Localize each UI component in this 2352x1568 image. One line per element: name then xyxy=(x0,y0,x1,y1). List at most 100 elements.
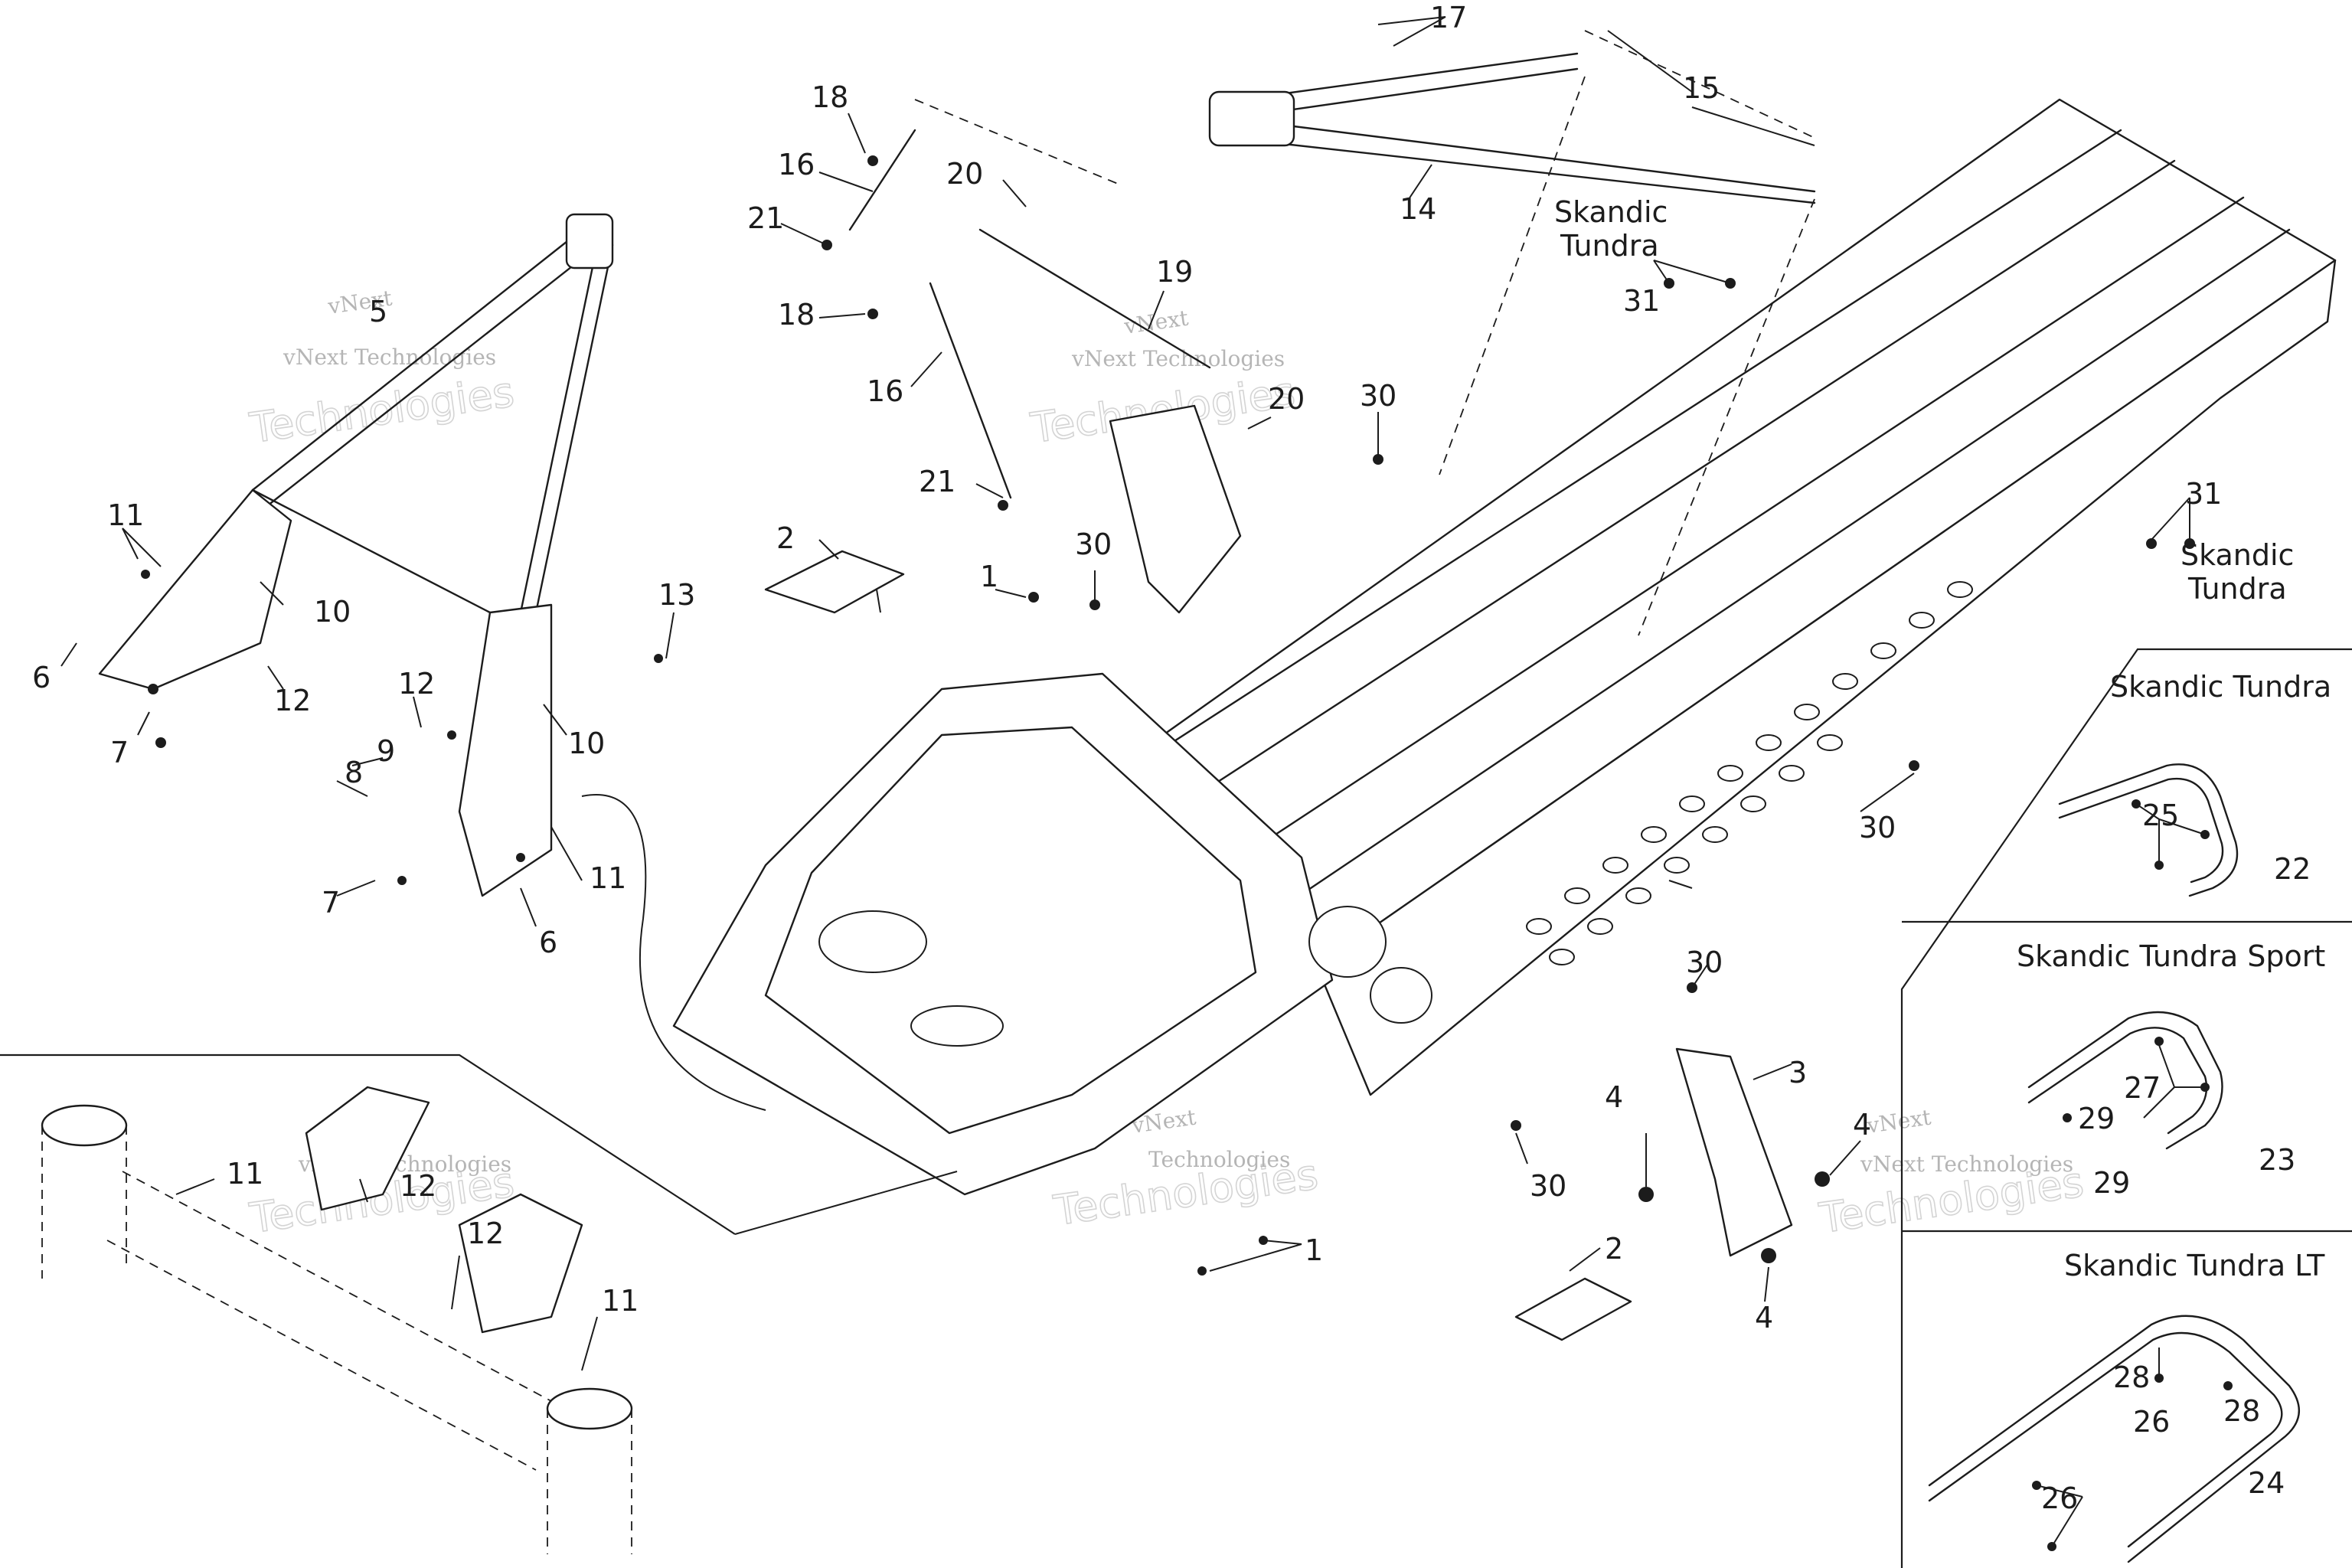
upper-brace-assembly xyxy=(848,30,1816,636)
callout-10-right: 10 xyxy=(568,727,605,760)
callout-3: 3 xyxy=(1788,1056,1807,1089)
front-chassis-opening-4 xyxy=(1370,967,1432,1024)
bumper-24 xyxy=(1928,1315,2300,1563)
footrest-2-upper xyxy=(764,550,905,614)
callout-30-top: 30 xyxy=(1360,379,1396,413)
callout-14: 14 xyxy=(1400,192,1436,226)
running-board-holes xyxy=(1526,581,1973,965)
inset-bracket-12-lower xyxy=(458,1193,583,1334)
frame-5-left-leg xyxy=(251,228,583,492)
rod-16-lower xyxy=(929,282,1012,499)
brace-dash-1 xyxy=(914,99,1119,185)
callout-4-left: 4 xyxy=(1605,1080,1623,1114)
inset-title-skandic-tundra-sport: Skandic Tundra Sport xyxy=(2017,939,2325,973)
callout-4-bottom: 4 xyxy=(1755,1301,1773,1334)
callout-29-upper: 29 xyxy=(2078,1102,2115,1135)
callout-25: 25 xyxy=(2142,799,2179,832)
callout-2-top: 2 xyxy=(776,521,795,555)
front-chassis-opening-3 xyxy=(1308,906,1387,978)
bumper-24-b xyxy=(1928,1331,2283,1548)
front-chassis-frame xyxy=(672,672,1334,1196)
brace-top xyxy=(1239,52,1579,101)
callout-11-inset-top: 11 xyxy=(227,1157,263,1191)
inset-title-skandic-tundra: Skandic Tundra xyxy=(2110,670,2331,704)
brace-dash-2 xyxy=(1439,76,1586,475)
callout-11-mid: 11 xyxy=(590,861,626,895)
callout-10-left: 10 xyxy=(314,595,351,629)
callout-17: 17 xyxy=(1430,1,1467,34)
callout-30-right: 30 xyxy=(1859,811,1896,844)
callout-13: 13 xyxy=(658,578,695,612)
svg-text:Technologies: Technologies xyxy=(1148,1147,1290,1172)
footrest-2-lower xyxy=(1514,1277,1632,1341)
callout-22: 22 xyxy=(2274,852,2311,886)
brace-dash-4 xyxy=(1584,30,1815,139)
callout-1-bottom: 1 xyxy=(1305,1233,1323,1267)
rear-bracket-3 xyxy=(1675,1047,1793,1257)
callout-9: 9 xyxy=(377,734,395,768)
callout-11-inset-bottom: 11 xyxy=(602,1284,639,1318)
frame-5-left-foot xyxy=(98,488,292,691)
callout-16-top: 16 xyxy=(778,148,815,181)
callout-7-lower: 7 xyxy=(322,886,340,920)
brace-dash-3 xyxy=(1638,198,1815,636)
callout-5: 5 xyxy=(369,295,387,328)
inset-bracket-12-upper xyxy=(305,1086,430,1211)
callout-21-top: 21 xyxy=(747,201,784,235)
bumper-23-b xyxy=(2027,1027,2208,1135)
svg-text:vNext Technologies: vNext Technologies xyxy=(283,345,496,370)
callout-23: 23 xyxy=(2259,1143,2295,1177)
callout-15: 15 xyxy=(1683,71,1720,105)
inset-frames xyxy=(0,648,2352,1568)
rod-19 xyxy=(978,228,1211,369)
front-chassis-opening xyxy=(818,910,927,973)
callout-11-topleft: 11 xyxy=(107,498,144,532)
svg-text:Technologies: Technologies xyxy=(247,368,517,452)
callout-18-mid: 18 xyxy=(778,298,815,332)
svg-text:vNext Technologies: vNext Technologies xyxy=(1860,1152,2073,1177)
brace-bracket xyxy=(1208,90,1295,147)
tunnel-rail-1 xyxy=(1093,129,2122,794)
inset-tube-left xyxy=(41,1104,128,1147)
callout-6-lower: 6 xyxy=(539,926,557,959)
tunnel-rail-3 xyxy=(1216,196,2245,874)
tunnel-chassis xyxy=(672,98,2337,1196)
tunnel-rail-2 xyxy=(1147,159,2176,828)
callout-20-mid: 20 xyxy=(1268,382,1305,416)
callout-4-right: 4 xyxy=(1853,1108,1871,1142)
frame-5-crossbar xyxy=(251,488,492,614)
bumper-22-b xyxy=(2058,777,2224,884)
callout-28-right: 28 xyxy=(2223,1394,2260,1428)
callout-12-left: 12 xyxy=(274,684,311,717)
inset-crossbar-top xyxy=(122,1171,552,1402)
svg-text:vNext Technologies: vNext Technologies xyxy=(1071,346,1285,371)
inset-tube-right xyxy=(546,1387,633,1430)
callout-26-mid: 26 xyxy=(2133,1405,2170,1439)
inset-to-chassis-line xyxy=(734,1171,958,1235)
callout-28-left: 28 xyxy=(2113,1361,2150,1394)
frame-5-right-foot xyxy=(458,603,553,897)
callout-12-inset-bottom: 12 xyxy=(467,1217,504,1250)
callout-21-mid: 21 xyxy=(919,465,956,498)
inset-title-skandic-tundra-lt: Skandic Tundra LT xyxy=(2064,1249,2325,1282)
leader-lines xyxy=(60,16,2206,1547)
callout-7-upper: 7 xyxy=(110,736,129,769)
brace-14 xyxy=(1262,121,1816,193)
inset-crossbar-bottom xyxy=(106,1240,537,1471)
callout-12-inset-top: 12 xyxy=(400,1169,436,1203)
bumper-options xyxy=(1928,763,2300,1563)
callout-26-bottom: 26 xyxy=(2041,1481,2078,1515)
variant-labels: Skandic Tundra Skandic Tundra Skandic Tu… xyxy=(1554,195,2331,1282)
front-chassis-inner xyxy=(764,726,1257,1135)
callout-30-bottom: 30 xyxy=(1530,1169,1566,1203)
tunnel-side-wall xyxy=(1315,259,2337,1096)
callout-16-mid: 16 xyxy=(867,374,903,408)
callout-20-top: 20 xyxy=(946,157,983,191)
bumper-23 xyxy=(2027,1011,2223,1150)
callout-19: 19 xyxy=(1156,255,1193,289)
variant-skandic-right: Skandic xyxy=(2180,538,2294,572)
callout-29-lower: 29 xyxy=(2093,1166,2130,1200)
frame-5-top-mount xyxy=(565,213,614,270)
frame-5-left-leg-b xyxy=(266,251,591,507)
frame-5-right-leg-b xyxy=(534,243,614,614)
